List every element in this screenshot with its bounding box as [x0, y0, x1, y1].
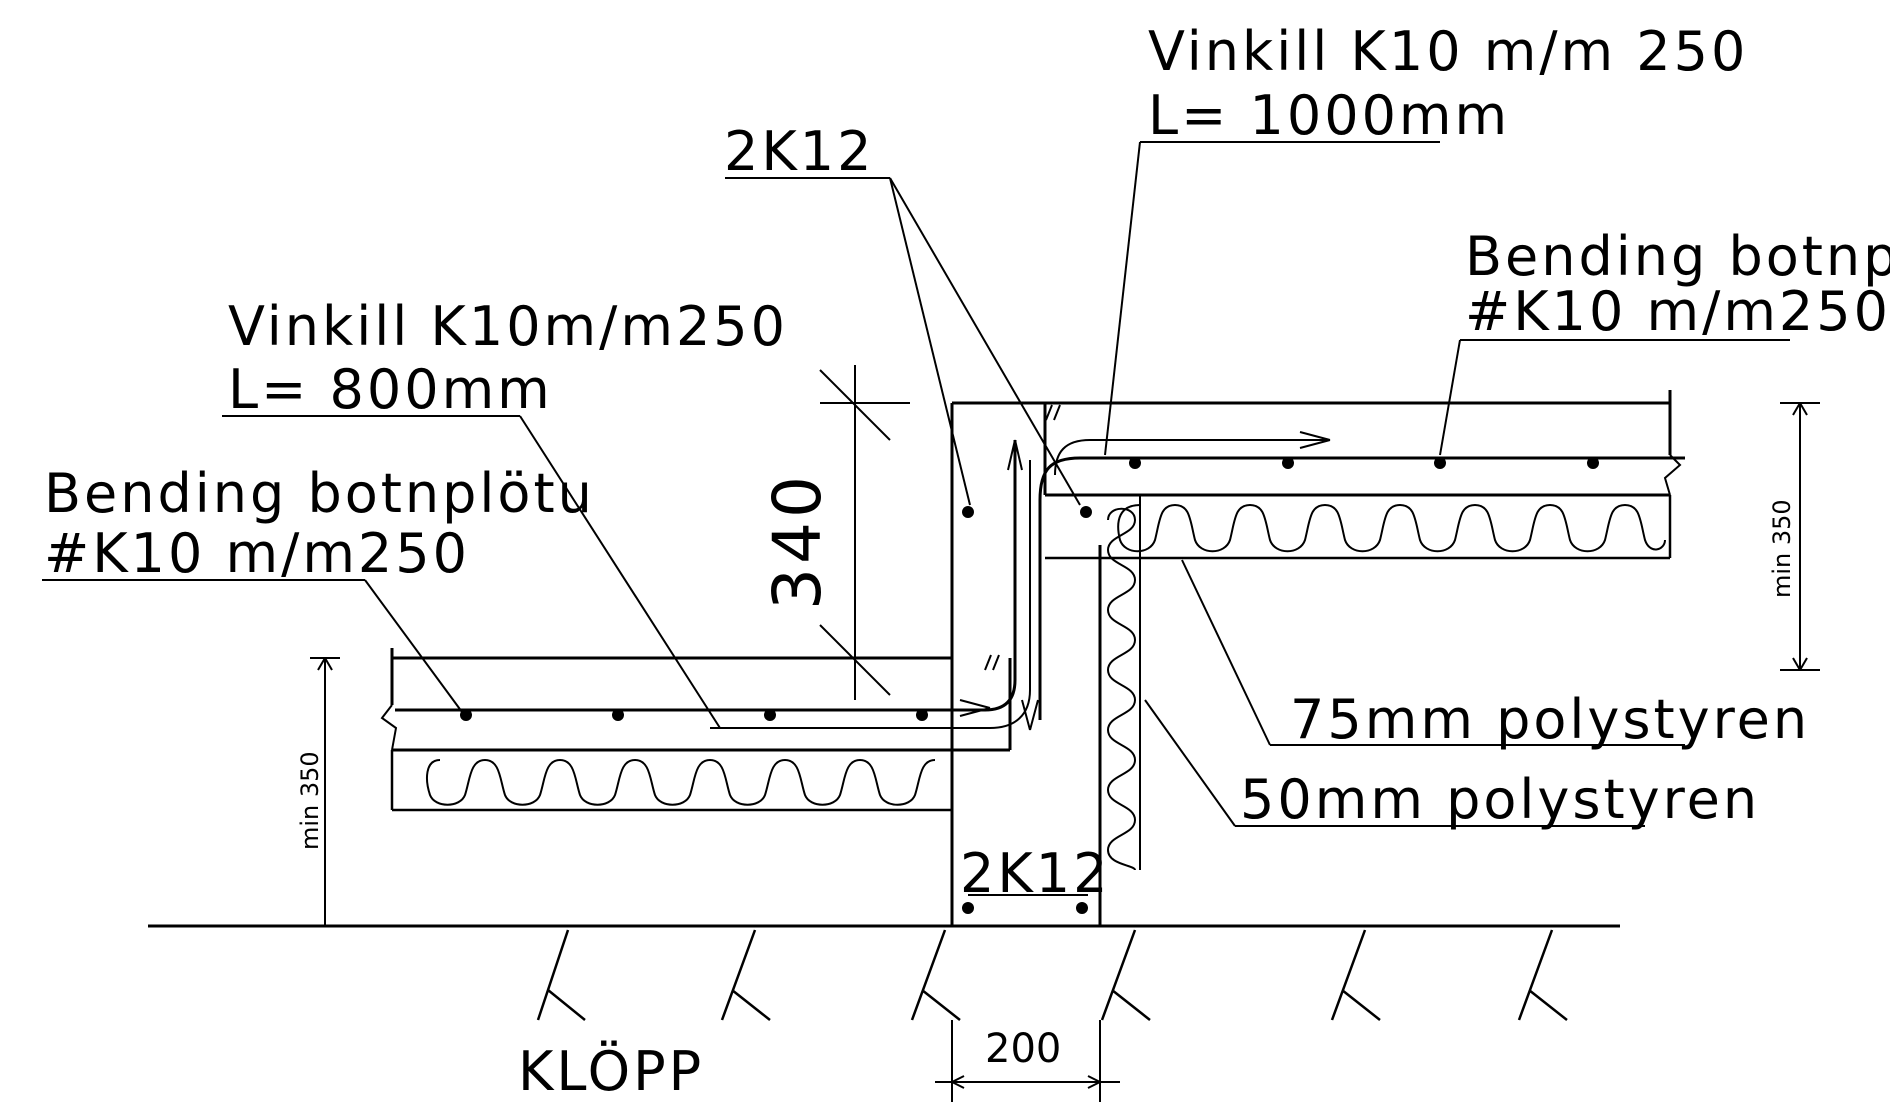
dimension-min350-right	[1780, 402, 1820, 671]
dimension-min350-left	[310, 657, 340, 926]
label-vinkill-left-2: L= 800mm	[228, 358, 553, 421]
rebar-dot	[1434, 457, 1446, 469]
label-bending-right-1: Bending botnplötu	[1465, 225, 1890, 288]
label-2k12-bottom: 2K12	[960, 842, 1110, 905]
dimension-200	[935, 1020, 1120, 1102]
dimension-200-text: 200	[985, 1026, 1061, 1072]
soil-hatch	[536, 929, 1568, 1021]
dimension-340-text: 340	[759, 472, 836, 610]
rebar-dot	[612, 709, 624, 721]
rebar-dot	[916, 709, 928, 721]
insulation-75mm-horizontal	[1117, 503, 1666, 553]
label-2k12-top: 2K12	[724, 120, 874, 183]
label-vinkill-top-1: Vinkill K10 m/m 250	[1148, 20, 1748, 83]
break-mark-lower	[984, 654, 1000, 671]
vinkill-upper-short-bar	[1054, 439, 1330, 476]
break-mark-upper	[1045, 404, 1061, 421]
vinkill-lower-short-bar	[710, 460, 1031, 729]
label-bending-right-2: #K10 m/m250	[1465, 280, 1890, 343]
dimension-min350-right-text: min 350	[1768, 499, 1796, 598]
label-klopp: KLÖPP	[518, 1040, 704, 1102]
rebar-dot	[962, 902, 974, 914]
rebar-dots	[460, 457, 1599, 914]
vinkill-upper-bar	[1038, 456, 1685, 720]
label-polystyren-75: 75mm polystyren	[1290, 688, 1810, 751]
upper-slab	[1045, 390, 1682, 560]
label-vinkill-top-2: L= 1000mm	[1148, 84, 1510, 147]
rebar-dot	[1076, 902, 1088, 914]
dimension-min350-left-text: min 350	[296, 751, 324, 850]
rebar-dot	[764, 709, 776, 721]
rebar-dot	[1587, 457, 1599, 469]
rebar-dot	[1080, 506, 1092, 518]
dimension-340	[819, 365, 910, 700]
insulation-50mm-vertical	[1099, 495, 1141, 871]
label-bending-left-2: #K10 m/m250	[44, 522, 470, 585]
leader-lines	[42, 141, 1790, 896]
rebar-dot	[1129, 457, 1141, 469]
rebar-dot	[1282, 457, 1294, 469]
label-vinkill-left-1: Vinkill K10m/m250	[228, 295, 788, 358]
rebar-dot	[460, 709, 472, 721]
label-bending-left-1: Bending botnplötu	[44, 462, 595, 525]
label-polystyren-50: 50mm polystyren	[1240, 768, 1760, 831]
rebar-dot	[962, 506, 974, 518]
insulation-horizontal-lower	[426, 758, 936, 806]
